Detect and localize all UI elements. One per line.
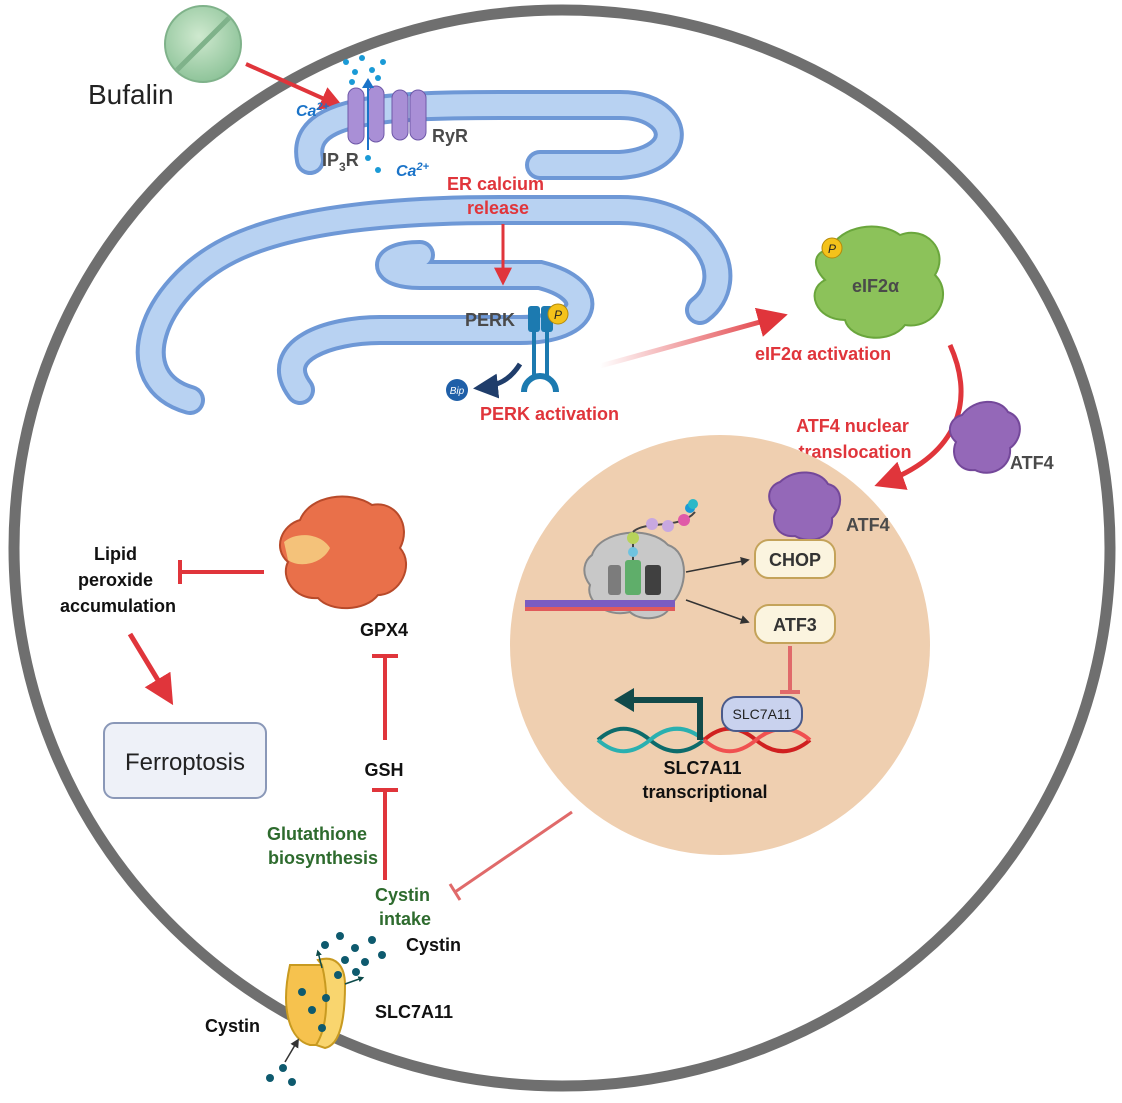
slc7a11-transporter-icon: [285, 957, 347, 1050]
eif2a-protein-icon: [813, 225, 945, 339]
calcium-label-top: Ca2+: [296, 101, 330, 120]
eif2a-phospho-icon: P: [821, 237, 843, 259]
atf3-inhibits-slc7a11: [780, 646, 800, 694]
perk-phospho-icon: P: [547, 303, 569, 325]
chop-box: CHOP: [754, 539, 836, 579]
slc7a11-promoter-box: SLC7A11: [721, 696, 803, 732]
eif2a-label: eIF2α: [852, 276, 899, 296]
lipid-to-ferroptosis-arrow: [127, 632, 174, 706]
perk-to-eif2a-arrow: [599, 307, 788, 369]
atf3-box: ATF3: [754, 604, 836, 644]
bufalin-tablet-icon: [164, 5, 242, 83]
to-atf3-arrow: [685, 599, 750, 624]
bip-release-arrow: [473, 362, 523, 399]
gsh-label: GSH: [364, 760, 403, 780]
svg-text:Bip: Bip: [450, 386, 465, 397]
cystin-in-arrow: [284, 1038, 299, 1063]
gsh-inhibits-gpx4: [372, 654, 398, 740]
cystin-intake-label: Cystin intake: [375, 885, 435, 929]
bufalin-arrow: [245, 62, 345, 110]
atf4-translocation-label: ATF4 nuclear translocation: [796, 416, 914, 462]
svg-text:CHOP: CHOP: [769, 550, 821, 570]
to-chop-arrow: [685, 556, 750, 573]
gpx4-protein-icon: [279, 495, 407, 610]
ferroptosis-box: Ferroptosis: [103, 722, 267, 799]
calcium-label-bottom: Ca2+: [396, 161, 430, 180]
atf4-cyto-label: ATF4: [1010, 453, 1054, 473]
perk-label: PERK: [465, 310, 515, 330]
glutathione-biosynthesis-label: Glutathione biosynthesis: [267, 824, 378, 868]
svg-text:P: P: [554, 308, 562, 322]
atf4-nuclear-label: ATF4: [846, 515, 890, 535]
ip3r-ryr-channel-icon: [347, 78, 427, 150]
er-calcium-release-label: ER calcium release: [447, 174, 549, 218]
bufalin-label: Bufalin: [88, 79, 174, 110]
lipid-peroxide-label: Lipid peroxide accumulation: [60, 544, 176, 616]
dna-strand-icon: [525, 600, 675, 611]
svg-text:P: P: [828, 242, 836, 256]
bip-icon: Bip: [446, 379, 468, 401]
atf4-cyto-protein-icon: [948, 400, 1021, 474]
transcription-complex-icon: [583, 499, 698, 620]
gpx4-label: GPX4: [360, 620, 408, 640]
ryr-label: RyR: [432, 126, 468, 146]
cystin-inside-label: Cystin: [205, 1016, 260, 1036]
calcium-ions: [343, 55, 386, 173]
gpx4-inhibits-lipid: [178, 560, 264, 584]
perk-activation-label: PERK activation: [480, 404, 619, 424]
cystin-particles: [266, 932, 386, 1086]
cystin-outside-label: Cystin: [406, 935, 461, 955]
eif2a-activation-label: eIF2α activation: [755, 344, 891, 364]
transcription-inhibits-intake: [448, 810, 573, 901]
cystin-out-arrow-1: [315, 949, 323, 969]
slc7a11-transcription-label: SLC7A11 transcriptional: [642, 758, 767, 802]
svg-text:SLC7A11: SLC7A11: [733, 706, 792, 722]
slc7a11-transporter-label: SLC7A11: [375, 1002, 453, 1022]
slc7a11-gene-icon: [596, 688, 812, 754]
svg-text:Ferroptosis: Ferroptosis: [125, 749, 245, 776]
endoplasmic-reticulum: [135, 90, 733, 415]
atf4-nuclear-protein-icon: [768, 471, 842, 541]
svg-text:ATF3: ATF3: [773, 615, 817, 635]
cystin-out-arrow-2: [344, 976, 365, 985]
ip3r-label: IP3R: [322, 150, 359, 174]
intake-inhibits-gsh: [372, 788, 398, 880]
